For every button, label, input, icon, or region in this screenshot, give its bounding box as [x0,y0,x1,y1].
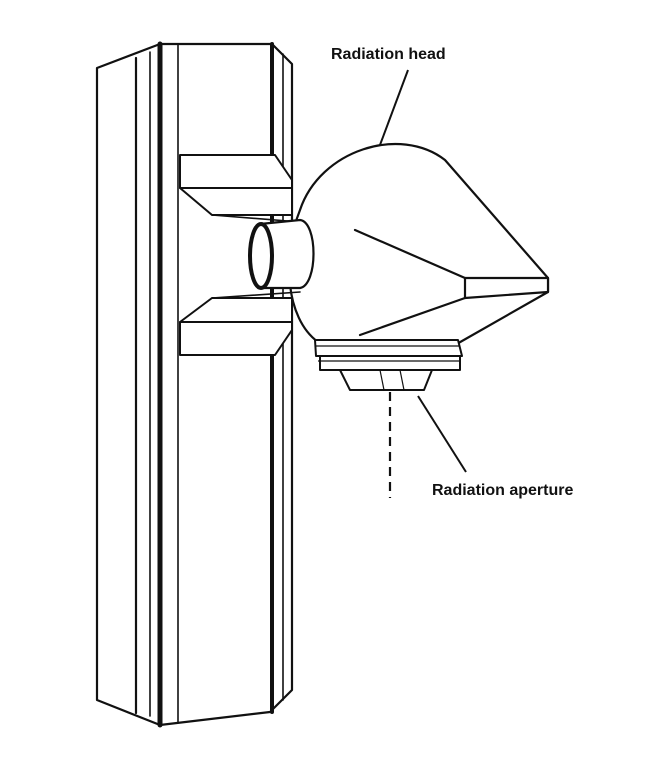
upper-mounting-bracket [179,154,293,216]
aperture-leader-line [417,395,467,473]
radiation-aperture-label: Radiation aperture [432,482,573,499]
radiation-aperture [339,369,433,391]
support-column [95,41,294,728]
pivot-collar [248,218,315,290]
aperture-flanges [314,339,463,371]
head-leader-line [379,69,409,146]
lower-mounting-bracket [179,297,293,356]
radiation-head-label: Radiation head [331,46,446,63]
